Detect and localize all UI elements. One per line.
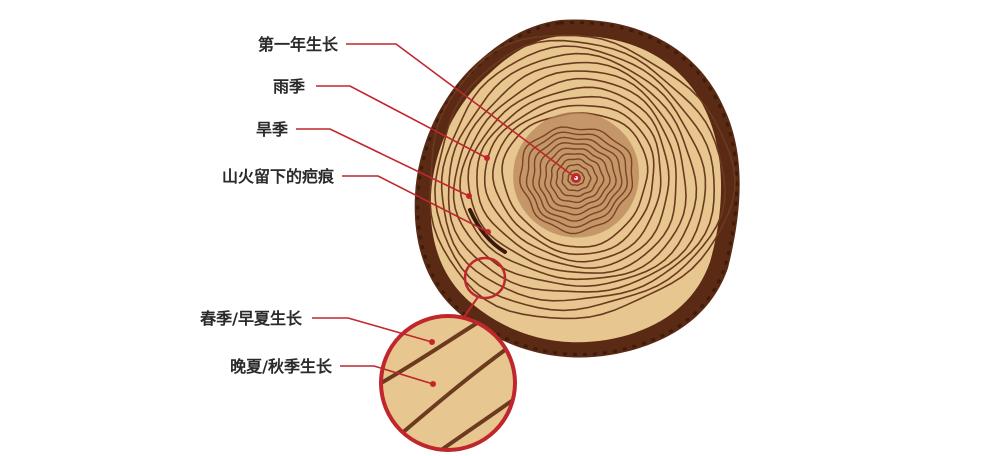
growth-ring xyxy=(492,104,655,256)
heartwood-ring xyxy=(549,153,605,204)
growth-ring xyxy=(483,95,662,263)
growth-ring xyxy=(459,70,687,281)
growth-ring xyxy=(434,39,726,312)
fire-scar xyxy=(468,208,507,254)
heartwood-ring xyxy=(532,136,623,222)
zoom-ring-4 xyxy=(418,393,515,450)
zoom-magnifier xyxy=(379,314,517,452)
growth-ring xyxy=(440,45,716,302)
label-summer-growth: 晚夏/秋季生长 xyxy=(230,357,333,376)
heartwood-ring xyxy=(525,131,629,229)
pointer-lines xyxy=(296,43,577,385)
label-rainy-season: 雨季 xyxy=(273,77,306,96)
zoom-source-circle xyxy=(463,256,507,300)
pointer-dry-season xyxy=(296,128,470,197)
pointer-rainy-season xyxy=(316,85,488,159)
label-dry-season: 旱季 xyxy=(256,120,289,139)
zoom-ring-2 xyxy=(381,316,487,397)
heartwood-ring xyxy=(544,147,611,210)
label-spring-growth: 春季/早夏生长 xyxy=(199,309,303,328)
growth-ring xyxy=(452,61,698,288)
heartwood-ring xyxy=(555,158,598,198)
heartwood-ring xyxy=(538,142,617,216)
zoom-frame xyxy=(379,314,517,452)
growth-ring xyxy=(501,111,649,248)
heartwood-ring xyxy=(567,169,586,186)
growth-ring xyxy=(467,77,677,274)
zoom-connector-line xyxy=(463,296,479,318)
pointer-summer-growth xyxy=(340,365,434,385)
trunk-cross-section xyxy=(414,19,740,358)
pointer-first-year xyxy=(346,43,577,179)
heartwood-ring xyxy=(561,163,592,192)
label-first-year: 第一年生长 xyxy=(258,35,339,54)
growth-ring xyxy=(476,86,670,269)
pointer-spring-growth xyxy=(312,317,433,343)
pointer-fire-scar xyxy=(342,175,489,233)
label-fire-scar: 山火留下的疤痕 xyxy=(222,167,335,186)
heartwood-ring xyxy=(519,126,634,235)
growth-ring xyxy=(447,52,707,293)
heartwood-rings xyxy=(519,126,634,235)
